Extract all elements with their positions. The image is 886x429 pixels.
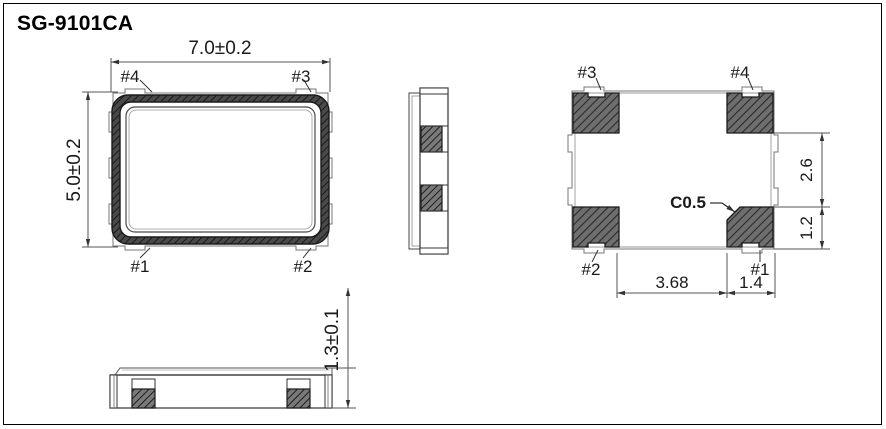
top-view-lid <box>125 106 316 233</box>
dim-pad-pitch-y-label: 2.6 <box>797 158 816 182</box>
bottom-view-horizontal-dimensions <box>616 253 776 298</box>
bottom-view: C0.5 #3 #4 #2 #1 3.68 1.4 <box>567 63 830 298</box>
bottom-view-pin4-label: #4 <box>731 63 750 82</box>
bottom-view-pad-4 <box>726 92 774 134</box>
top-view-dimension-lines <box>82 58 331 248</box>
bottom-view-pad-3 <box>572 92 620 134</box>
top-view-pin4-label: #4 <box>121 67 140 86</box>
dim-width-label: 7.0±0.2 <box>188 38 251 59</box>
bottom-view-pin1-label: #1 <box>751 260 770 279</box>
top-view-pin1-label: #1 <box>131 257 150 276</box>
page-title: SG-9101CA <box>17 12 134 35</box>
bottom-view-pad-1 <box>726 206 774 248</box>
dim-pad-pitch-x-label: 3.68 <box>655 273 688 292</box>
dim-pad-height-label: 1.2 <box>797 216 816 240</box>
front-view-thickness-dimension <box>332 288 356 409</box>
dim-pad-width-label: 1.4 <box>739 273 763 292</box>
bottom-view-pin-leaders <box>591 77 761 263</box>
chamfer-leader <box>710 202 736 213</box>
side-view <box>408 87 449 255</box>
top-view-pin-leaders <box>139 79 312 259</box>
bottom-view-vertical-dimensions <box>774 132 830 250</box>
bottom-view-pin3-label: #3 <box>578 63 597 82</box>
dim-thickness-label: 1.3±0.1 <box>322 308 343 371</box>
bottom-view-pad-2 <box>572 206 620 248</box>
top-view: 7.0±0.2 5.0±0.2 #4 #3 <box>64 38 333 276</box>
top-view-package-rim <box>111 94 330 245</box>
front-view-pads <box>131 378 311 409</box>
front-view: 1.3±0.1 <box>109 288 356 409</box>
top-view-pin3-label: #3 <box>292 67 311 86</box>
chamfer-label: C0.5 <box>670 193 706 212</box>
bottom-view-pin2-label: #2 <box>582 260 601 279</box>
dim-height-label: 5.0±0.2 <box>64 138 85 201</box>
side-view-pads <box>420 125 448 212</box>
top-view-pin2-label: #2 <box>294 257 313 276</box>
